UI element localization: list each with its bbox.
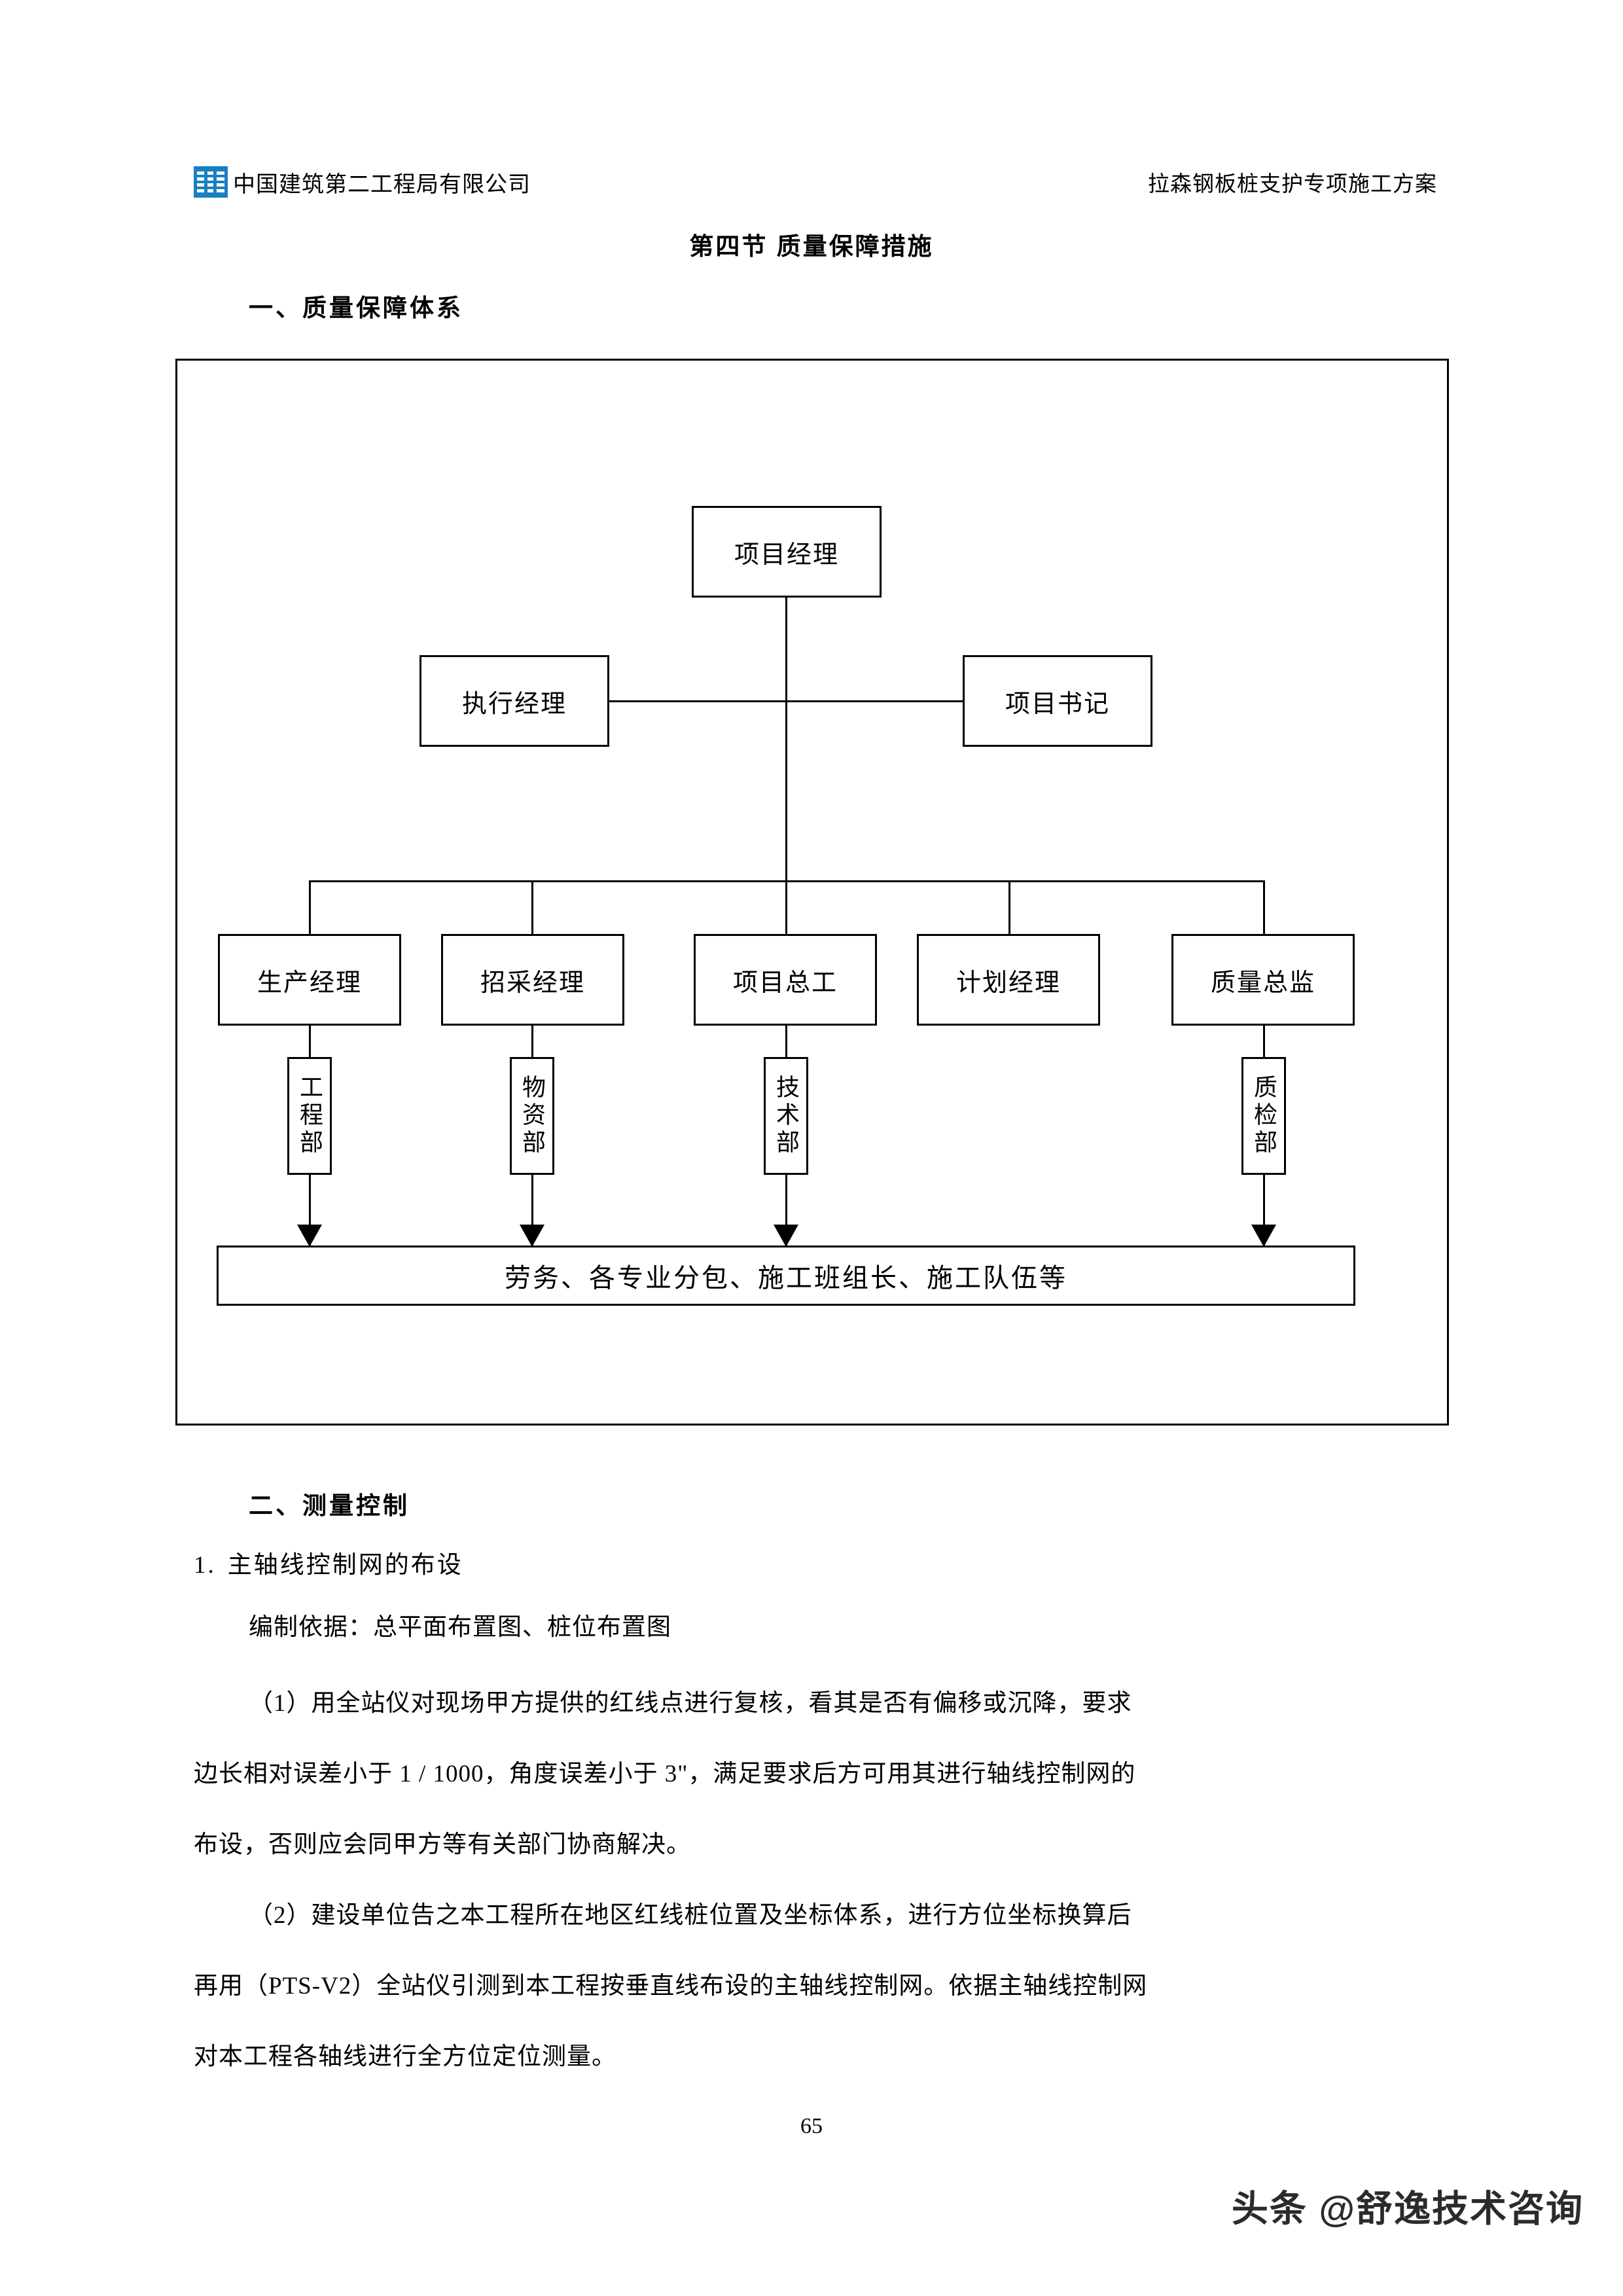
paragraph-basis: 编制依据：总平面布置图、桩位布置图: [249, 1614, 671, 1641]
org-node-procurement-manager: 招采经理: [441, 934, 624, 1026]
connector-level3-drop-5: [1263, 880, 1265, 934]
org-node-label: 质检部: [1251, 1075, 1277, 1157]
org-node-project-manager: 项目经理: [692, 506, 882, 598]
list-item-label: 主轴线控制网的布设: [227, 1552, 463, 1579]
org-node-executive-manager: 执行经理: [419, 655, 609, 747]
connector-dept-drop-4: [1263, 1026, 1265, 1057]
org-node-label: 项目书记: [1005, 690, 1110, 718]
connector-trunk-vertical: [785, 598, 787, 880]
paragraph-1-line-3: 布设，否则应会同甲方等有关部门协商解决。: [194, 1831, 691, 1858]
connector-level3-drop-4: [1008, 880, 1010, 934]
list-item-main-axis-network: 1. 主轴线控制网的布设: [194, 1545, 463, 1580]
connector-dept-drop-1: [309, 1026, 311, 1057]
header-company-block: 中国建筑第二工程局有限公司: [194, 166, 531, 198]
connector-dept-drop-3: [785, 1026, 787, 1057]
org-node-label: 执行经理: [461, 690, 567, 718]
org-node-project-secretary: 项目书记: [963, 655, 1152, 747]
org-node-planning-manager: 计划经理: [917, 934, 1100, 1026]
arrow-down-icon: [774, 1225, 798, 1247]
connector-level2-horizontal: [609, 700, 963, 702]
header-document-title: 拉森钢板桩支护专项施工方案: [1148, 173, 1437, 196]
org-node-label: 技术部: [773, 1075, 799, 1157]
connector-arrow-stem-3: [785, 1175, 787, 1247]
org-node-technical-dept: 技术部: [764, 1057, 808, 1175]
connector-level3-drop-3: [785, 880, 787, 934]
arrow-down-icon: [297, 1225, 322, 1247]
org-node-label: 项目经理: [734, 541, 839, 569]
org-node-chief-engineer: 项目总工: [694, 934, 877, 1026]
org-node-label: 质量总监: [1210, 969, 1315, 997]
org-node-subcontractors-bar: 劳务、各专业分包、施工班组长、施工队伍等: [217, 1246, 1355, 1306]
connector-level3-drop-2: [531, 880, 533, 934]
heading-survey-control: 二、测量控制: [249, 1492, 410, 1519]
connector-arrow-stem-1: [309, 1175, 311, 1247]
heading-quality-assurance-system: 一、质量保障体系: [249, 295, 463, 321]
org-node-quality-inspection-dept: 质检部: [1241, 1057, 1286, 1175]
org-node-materials-dept: 物资部: [510, 1057, 554, 1175]
connector-level3-drop-1: [309, 880, 311, 934]
org-node-engineering-dept: 工程部: [287, 1057, 332, 1175]
org-node-label: 劳务、各专业分包、施工班组长、施工队伍等: [505, 1263, 1067, 1293]
cscec-logo-icon: [194, 166, 228, 198]
org-node-label: 招采经理: [480, 969, 585, 997]
connector-arrow-stem-4: [1263, 1175, 1265, 1247]
org-node-label: 物资部: [519, 1075, 545, 1157]
arrow-down-icon: [520, 1225, 544, 1247]
org-node-quality-director: 质量总监: [1171, 934, 1355, 1026]
org-node-label: 生产经理: [257, 969, 362, 997]
connector-dept-drop-2: [531, 1026, 533, 1057]
paragraph-1-line-1: （1）用全站仪对现场甲方提供的红线点进行复核，看其是否有偏移或沉降，要求: [249, 1690, 1132, 1717]
paragraph-1-line-2: 边长相对误差小于 1 / 1000，角度误差小于 3"，满足要求后方可用其进行轴…: [194, 1761, 1136, 1787]
org-node-production-manager: 生产经理: [218, 934, 401, 1026]
page-number: 65: [800, 2114, 823, 2138]
header-company-name: 中国建筑第二工程局有限公司: [233, 172, 531, 197]
org-chart: 项目经理 执行经理 项目书记 生产经理: [177, 361, 1447, 1424]
paragraph-2-line-1: （2）建设单位告之本工程所在地区红线桩位置及坐标体系，进行方位坐标换算后: [249, 1902, 1132, 1929]
paragraph-2-line-3: 对本工程各轴线进行全方位定位测量。: [194, 2043, 616, 2070]
list-item-number: 1.: [194, 1552, 216, 1579]
watermark: 头条 @舒逸技术咨询: [1231, 2188, 1584, 2229]
connector-arrow-stem-2: [531, 1175, 533, 1247]
section-title: 第四节 质量保障措施: [689, 233, 934, 260]
page-header: 中国建筑第二工程局有限公司 拉森钢板桩支护专项施工方案: [194, 162, 1437, 202]
org-chart-frame: 项目经理 执行经理 项目书记 生产经理: [175, 359, 1449, 1426]
org-node-label: 计划经理: [955, 969, 1061, 997]
org-node-label: 工程部: [296, 1075, 323, 1157]
arrow-down-icon: [1251, 1225, 1276, 1247]
org-node-label: 项目总工: [732, 969, 838, 997]
paragraph-2-line-2: 再用（PTS-V2）全站仪引测到本工程按垂直线布设的主轴线控制网。依据主轴线控制…: [194, 1973, 1148, 2000]
